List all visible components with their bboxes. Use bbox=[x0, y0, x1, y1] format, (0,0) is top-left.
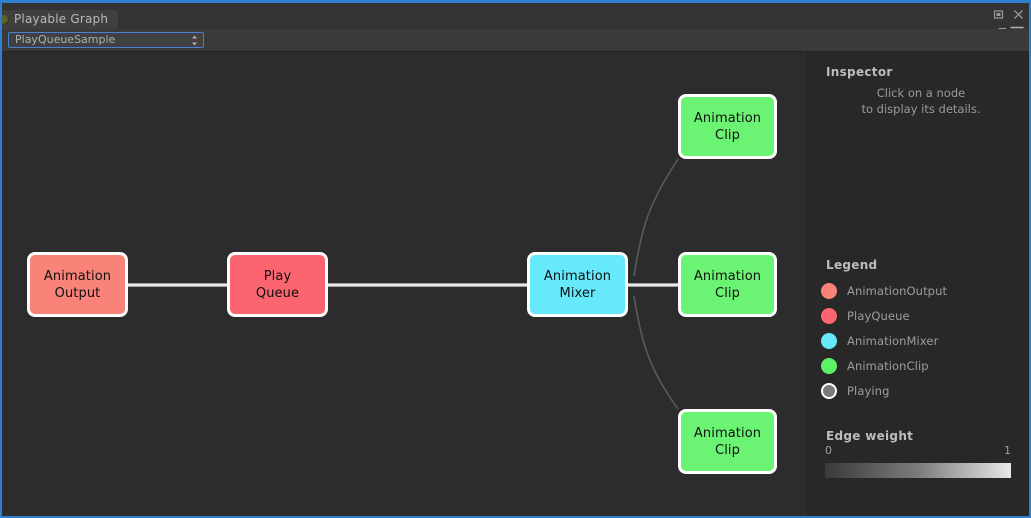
maximize-icon[interactable] bbox=[992, 8, 1005, 21]
legend-item-label: PlayQueue bbox=[847, 308, 910, 323]
edge-weight-scale: 0 1 bbox=[825, 444, 1011, 457]
inspector-hint: Click on a node to display its details. bbox=[826, 85, 1016, 117]
window-controls bbox=[992, 8, 1025, 21]
legend-item-animationclip: AnimationClip bbox=[821, 353, 1021, 378]
updown-arrows-icon bbox=[192, 35, 197, 46]
legend-item-label: Playing bbox=[847, 383, 890, 398]
node-label-line2: Clip bbox=[715, 442, 740, 458]
inspector-hint-line2: to display its details. bbox=[861, 102, 981, 116]
node-label-line1: Animation bbox=[693, 110, 762, 126]
edge-weight-min-label: 0 bbox=[825, 444, 832, 457]
node-label-line1: Animation bbox=[543, 268, 612, 284]
node-label-line1: Animation bbox=[693, 425, 762, 441]
close-icon[interactable] bbox=[1012, 8, 1025, 21]
legend-swatch-icon bbox=[821, 357, 837, 374]
legend-item-playqueue: PlayQueue bbox=[821, 303, 1021, 328]
legend-item-label: AnimationMixer bbox=[847, 333, 939, 348]
inspector-hint-line1: Click on a node bbox=[876, 86, 966, 100]
window-titlebar: Playable Graph bbox=[2, 3, 1029, 36]
node-label-line1: Animation bbox=[43, 268, 112, 284]
edge-weight-gradient-bar bbox=[825, 463, 1011, 478]
tab-label: Playable Graph bbox=[14, 12, 109, 26]
edge-cliptop-to-mixer bbox=[633, 158, 679, 277]
edge-weight-max-label: 1 bbox=[1004, 444, 1011, 457]
legend-swatch-icon bbox=[821, 332, 837, 349]
status-dot-icon bbox=[2, 15, 9, 25]
legend-item-animationmixer: AnimationMixer bbox=[821, 328, 1021, 353]
node-label-line2: Mixer bbox=[559, 285, 596, 301]
tab-playable-graph[interactable]: Playable Graph bbox=[2, 10, 119, 29]
graph-node-animation-clip-middle[interactable]: Animation Clip bbox=[678, 252, 777, 317]
graph-node-animation-clip-top[interactable]: Animation Clip bbox=[678, 94, 777, 159]
legend-item-playing: Playing bbox=[821, 378, 1021, 403]
legend-list: AnimationOutput PlayQueue AnimationMixer… bbox=[821, 278, 1021, 403]
graph-node-animation-mixer[interactable]: Animation Mixer bbox=[527, 252, 628, 317]
legend-swatch-icon bbox=[821, 307, 837, 324]
legend-item-animationoutput: AnimationOutput bbox=[821, 278, 1021, 303]
legend-swatch-playing-icon bbox=[821, 382, 837, 399]
legend-item-label: AnimationClip bbox=[847, 358, 929, 373]
graph-toolbar: PlayQueueSample bbox=[2, 29, 1029, 52]
node-label-line2: Output bbox=[54, 285, 101, 301]
legend-swatch-icon bbox=[821, 282, 837, 299]
graph-edges bbox=[128, 158, 679, 410]
node-label-line2: Clip bbox=[715, 127, 740, 143]
edge-clipbottom-to-mixer bbox=[633, 295, 679, 410]
graph-selector-value: PlayQueueSample bbox=[15, 33, 116, 46]
node-label-line1: Animation bbox=[693, 268, 762, 284]
legend-title: Legend bbox=[826, 258, 878, 272]
side-panel: Inspector Click on a node to display its… bbox=[804, 52, 1029, 516]
node-label-line2: Queue bbox=[255, 285, 300, 301]
graph-node-animation-clip-bottom[interactable]: Animation Clip bbox=[678, 409, 777, 474]
inspector-title: Inspector bbox=[826, 65, 893, 79]
legend-item-label: AnimationOutput bbox=[847, 283, 948, 298]
graph-node-animation-output[interactable]: Animation Output bbox=[27, 252, 128, 317]
graph-canvas[interactable]: Animation Output Play Queue Animation Mi… bbox=[2, 52, 802, 516]
edge-weight-title: Edge weight bbox=[826, 429, 914, 443]
graph-node-play-queue[interactable]: Play Queue bbox=[227, 252, 328, 317]
node-label-line2: Clip bbox=[715, 285, 740, 301]
node-label-line1: Play bbox=[263, 268, 292, 284]
graph-selector-dropdown[interactable]: PlayQueueSample bbox=[8, 32, 204, 48]
